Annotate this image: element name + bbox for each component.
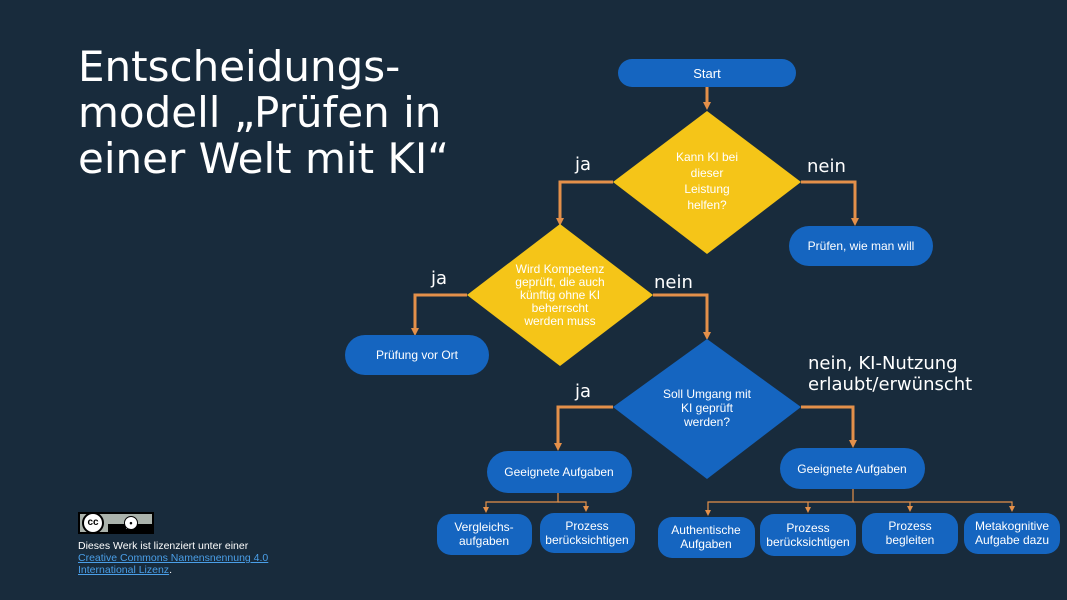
connector-right-branch-3 xyxy=(853,501,913,512)
leaf-line: Authentische xyxy=(671,523,741,537)
connector-q2-no xyxy=(653,293,711,340)
attribution-icon: • xyxy=(124,516,138,530)
leaf-line: Metakognitive xyxy=(975,519,1049,533)
decision-line: beherrscht xyxy=(532,301,589,315)
label-q2-yes: ja xyxy=(430,268,447,289)
leaf-line: Aufgaben xyxy=(680,537,731,551)
license-link-line: Creative Commons Namensnennung 4.0 xyxy=(78,552,269,564)
result-label: Prüfen, wie man will xyxy=(808,239,915,253)
start-label: Start xyxy=(693,66,721,81)
cc-by-logo: cc BY • xyxy=(78,512,154,534)
connector-q1-no xyxy=(801,180,859,226)
leaf-line: aufgaben xyxy=(459,534,509,548)
result-label: Prüfung vor Ort xyxy=(376,348,459,362)
connector-right-branch-1 xyxy=(705,489,854,516)
leaf-line: Prozess xyxy=(888,519,931,533)
result-pruefung-vor-ort: Prüfung vor Ort xyxy=(345,335,489,375)
connector-q2-yes xyxy=(411,293,467,336)
decision-line: Kann KI bei xyxy=(676,150,738,164)
decision-line: Soll Umgang mit xyxy=(663,387,752,401)
connector-q3-yes xyxy=(554,405,613,451)
page-title: Entscheidungs- modell „Prüfen in einer W… xyxy=(78,44,449,182)
label-q1-no: nein xyxy=(807,156,846,177)
leaf-line: berücksichtigen xyxy=(766,535,849,549)
license-text: Dieses Werk ist lizenziert unter einer xyxy=(78,540,249,552)
leaf-vergleichsaufgaben: Vergleichs- aufgaben xyxy=(437,514,532,555)
decision-line: dieser xyxy=(691,166,724,180)
decision-line: werden muss xyxy=(523,314,595,328)
leaf-line: begleiten xyxy=(886,533,935,547)
connector-q1-yes xyxy=(556,180,613,226)
result-pruefen-wie-man-will: Prüfen, wie man will xyxy=(789,226,933,266)
leaf-metakognitive-aufgabe: Metakognitive Aufgabe dazu xyxy=(964,513,1060,554)
license-block: cc BY • Dieses Werk ist lizenziert unter… xyxy=(78,512,318,576)
decision-line: KI geprüft xyxy=(681,401,734,415)
license-link-line: International Lizenz xyxy=(78,564,170,576)
tasks-label: Geeignete Aufgaben xyxy=(504,465,613,479)
suitable-tasks-right: Geeignete Aufgaben xyxy=(780,448,925,489)
leaf-prozess-begleiten: Prozess begleiten xyxy=(862,513,958,554)
decision-line: Wird Kompetenz xyxy=(516,262,605,276)
connector-left-branch-1 xyxy=(483,493,559,513)
leaf-prozess-beruecksichtigen-left: Prozess berücksichtigen xyxy=(540,513,635,553)
leaf-authentische-aufgaben: Authentische Aufgaben xyxy=(658,517,755,558)
cc-icon: cc xyxy=(82,512,104,534)
leaf-line: berücksichtigen xyxy=(545,533,628,547)
title-line: einer Welt mit KI“ xyxy=(78,134,450,183)
leaf-line: Aufgabe dazu xyxy=(975,533,1049,547)
license-suffix: . xyxy=(169,564,172,576)
decision-line: geprüft, die auch xyxy=(515,275,604,289)
label-q3-yes: ja xyxy=(574,381,591,402)
leaf-prozess-beruecksichtigen-right: Prozess berücksichtigen xyxy=(760,514,856,556)
connector-q3-no xyxy=(801,405,857,448)
decision-line: Leistung xyxy=(684,182,729,196)
decision-line: künftig ohne KI xyxy=(520,288,600,302)
start-node: Start xyxy=(618,59,796,87)
decision-ki-helpful: Kann KI bei dieser Leistung helfen? xyxy=(613,111,801,254)
decision-line: helfen? xyxy=(687,198,727,212)
label-q1-yes: ja xyxy=(574,154,591,175)
decision-line: werden? xyxy=(683,415,730,429)
suitable-tasks-left: Geeignete Aufgaben xyxy=(487,451,632,493)
leaf-line: Vergleichs- xyxy=(454,520,513,534)
decision-kompetenz: Wird Kompetenz geprüft, die auch künftig… xyxy=(467,224,653,366)
connector-right-branch-4 xyxy=(910,501,1015,512)
decision-umgang-mit-ki: Soll Umgang mit KI geprüft werden? xyxy=(613,339,801,479)
title-line: modell „Prüfen in xyxy=(78,88,442,137)
label-q2-no: nein xyxy=(654,272,693,293)
tasks-label: Geeignete Aufgaben xyxy=(797,462,906,476)
title-line: Entscheidungs- xyxy=(78,42,401,91)
leaf-line: Prozess xyxy=(565,519,608,533)
label-q3-no-line: nein, KI-Nutzung xyxy=(808,353,958,374)
leaf-line: Prozess xyxy=(786,521,829,535)
connector-left-branch-2 xyxy=(558,501,589,512)
label-q3-no-line: erlaubt/erwünscht xyxy=(808,374,972,395)
